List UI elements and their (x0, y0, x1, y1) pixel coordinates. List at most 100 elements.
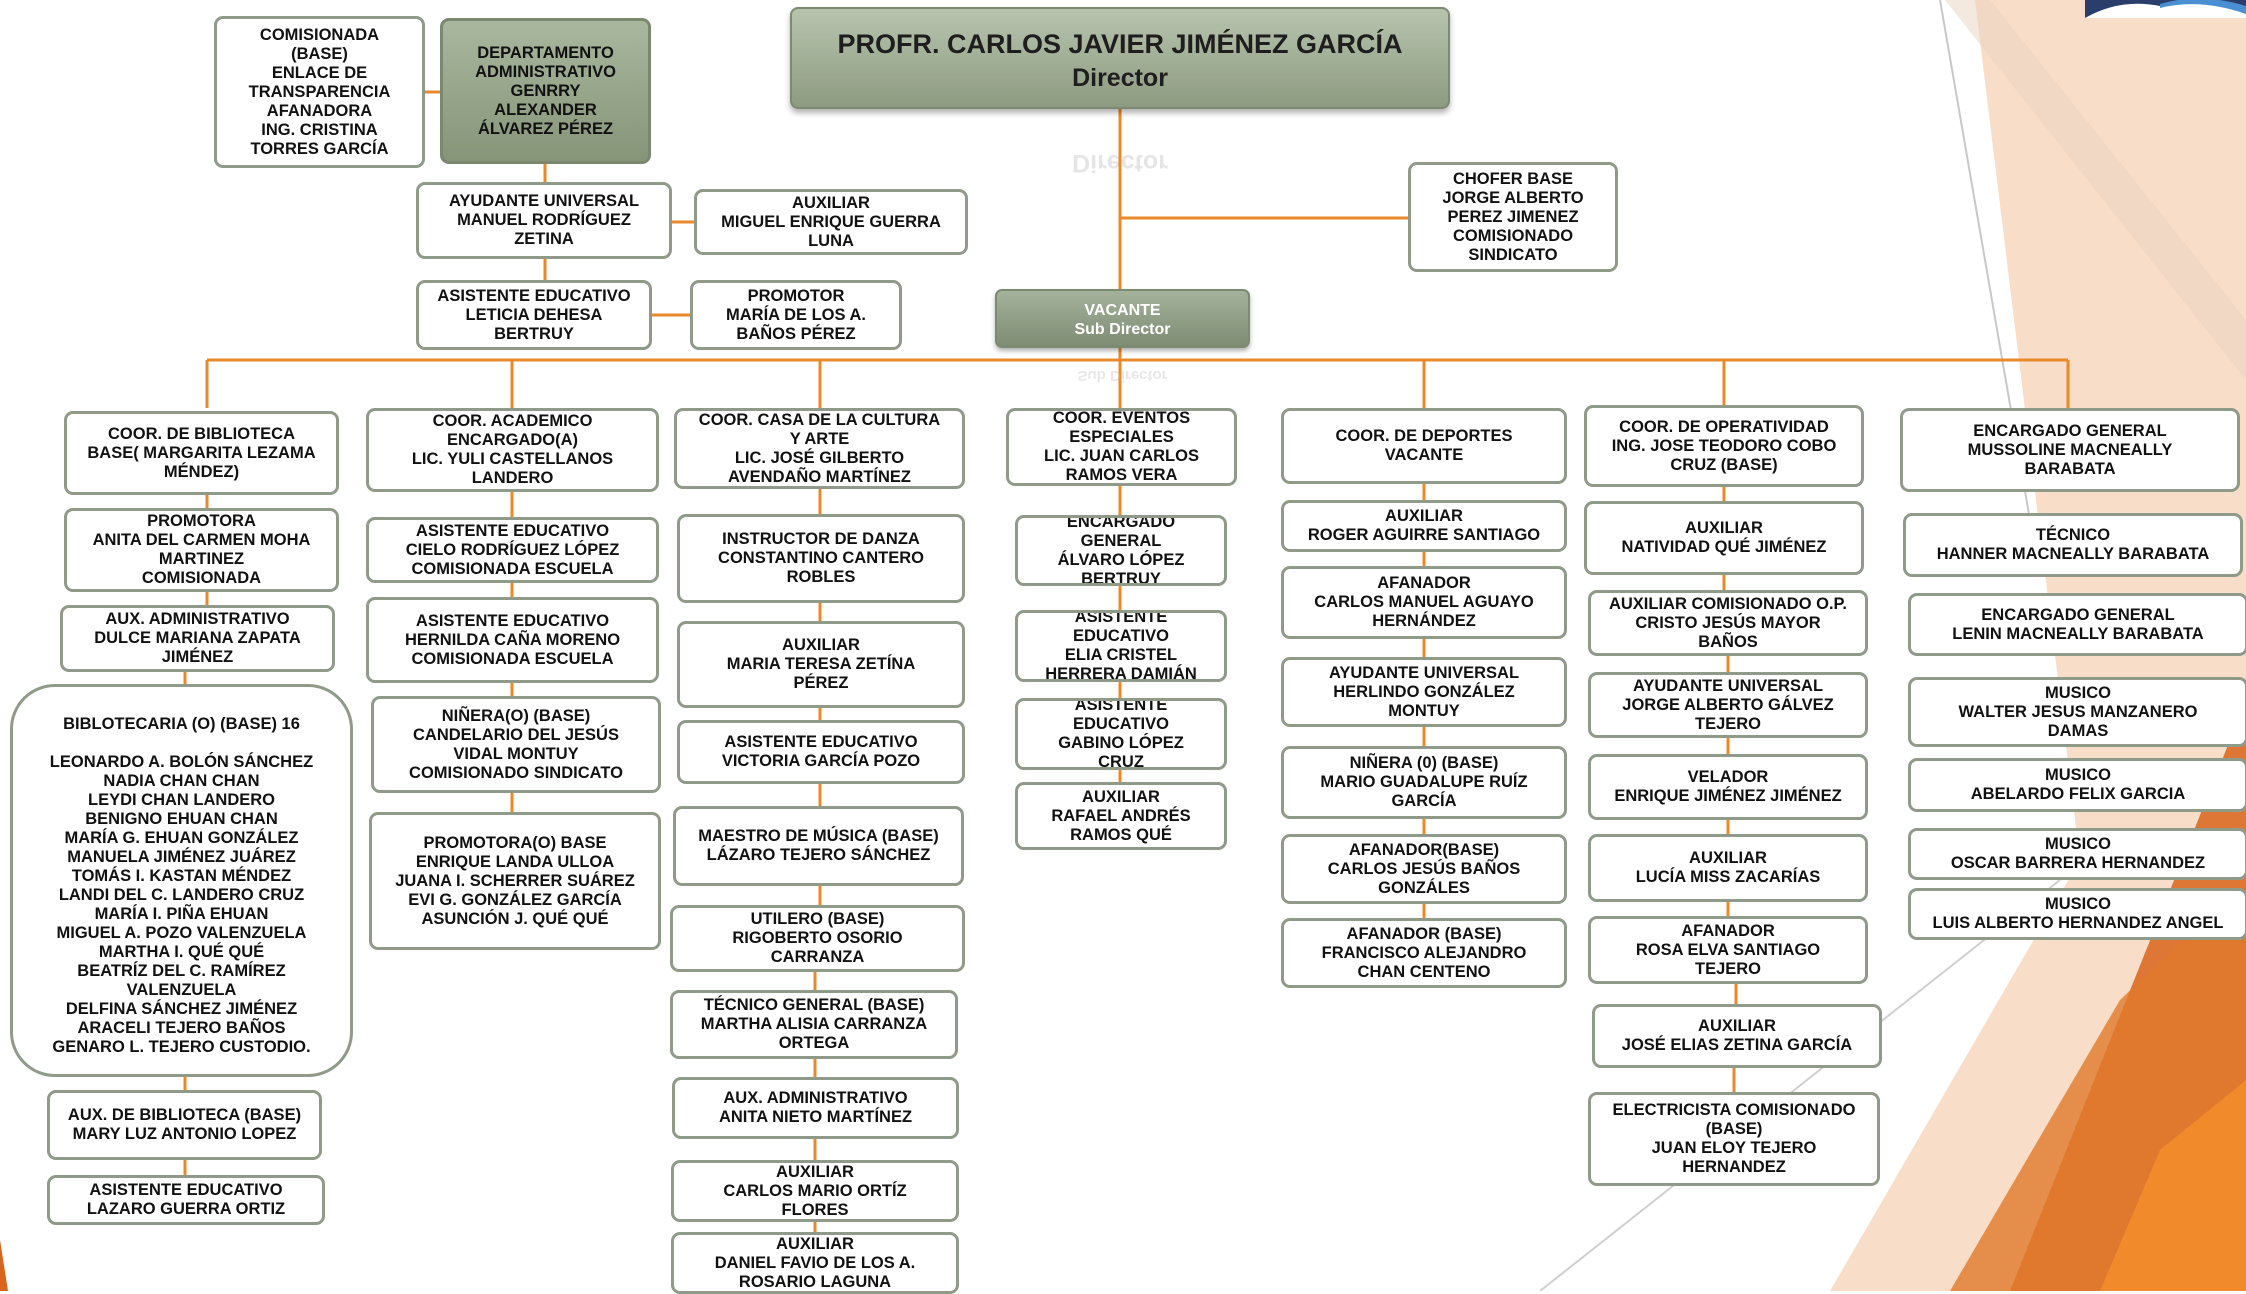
box-line: HANNER MACNEALLY BARABATA (1936, 545, 2210, 563)
box-line: ROSARIO LAGUNA (738, 1272, 892, 1291)
box-line: PEREZ JIMENEZ (1447, 207, 1579, 226)
bibliotecaria-name: LANDI DEL C. LANDERO CRUZ (58, 886, 305, 904)
box-line: LÁZARO TEJERO SÁNCHEZ (706, 846, 931, 864)
box-line: ROSA ELVA SANTIAGO (1635, 940, 1821, 959)
box-line: AYUDANTE UNIVERSAL (1328, 663, 1520, 682)
box-c1-aux-biblio: AUX. DE BIBLIOTECA (BASE)MARY LUZ ANTONI… (47, 1090, 322, 1160)
box-line: WALTER JESUS MANZANERO (1958, 702, 2198, 721)
box-line: FRANCISCO ALEJANDRO (1321, 943, 1527, 962)
box-line: RAMOS VERA (1065, 466, 1178, 484)
box-line: JORGE ALBERTO GÁLVEZ (1622, 695, 1834, 714)
subdirector-reflection: Sub Director (1077, 367, 1168, 384)
box-line: ELECTRICISTA COMISIONADO (1612, 1101, 1856, 1119)
box-line: MUSICO (2045, 895, 2111, 913)
box-line: AUXILIAR COMISIONADO O.P. (1608, 594, 1848, 613)
director-reflection: Director (1072, 149, 1168, 177)
box-line: (BASE) (1705, 1120, 1763, 1138)
box-line: BAÑOS (1698, 632, 1758, 651)
box-c3-maestro: MAESTRO DE MÚSICA (BASE)LÁZARO TEJERO SÁ… (673, 806, 964, 886)
box-line: COOR. ACADEMICO (432, 412, 593, 430)
box-line: MIGUEL ENRIQUE GUERRA (721, 212, 941, 231)
box-line: ASISTENTE EDUCATIVO (437, 286, 631, 305)
box-line: AUXILIAR (1689, 849, 1767, 867)
box-line: MAESTRO DE MÚSICA (BASE) (698, 827, 939, 845)
box-line: AUXILIAR (782, 636, 860, 654)
box-c6-electricista: ELECTRICISTA COMISIONADO(BASE)JUAN ELOY … (1588, 1092, 1880, 1186)
box-line: ABELARDO FELIX GARCIA (1970, 785, 2186, 803)
box-line: CONSTANTINO CANTERO (718, 549, 924, 567)
box-line: MARÍA DE LOS A. (726, 305, 866, 324)
box-line: ROGER AGUIRRE SANTIAGO (1307, 526, 1541, 544)
box-line: CRISTO JESÚS MAYOR (1635, 613, 1821, 632)
box-line: COMISIONADO SINDICATO (409, 763, 623, 782)
subdirector-box: VACANTE Sub Director (995, 289, 1250, 348)
bibliotecaria-title: BIBLOTECARIA (O) (BASE) 16 (63, 715, 300, 733)
subdirector-name: VACANTE (1084, 302, 1161, 319)
box-line: AUXILIAR (1698, 1017, 1776, 1035)
box-line: MUSICO (2045, 683, 2111, 702)
box-line: MONTUY (1388, 701, 1460, 720)
box-line: TEJERO (1694, 959, 1762, 978)
box-line: ENCARGADO (1066, 515, 1176, 531)
box-line: COMISIONADA (141, 569, 262, 587)
director-name: PROFR. CARLOS JAVIER JIMÉNEZ GARCÍA (837, 29, 1403, 59)
box-line: NIÑERA (0) (BASE) (1349, 754, 1499, 772)
box-line: CARRANZA (770, 948, 865, 966)
box-line: UTILERO (BASE) (750, 910, 885, 928)
box-line: RAMOS QUÉ (1070, 825, 1172, 844)
subdirector-role: Sub Director (1074, 321, 1171, 338)
box-line: MÉNDEZ) (163, 462, 240, 481)
box-line: CARLOS MANUEL AGUAYO (1314, 593, 1534, 611)
box-line: GENERAL (1080, 531, 1162, 550)
box-line: ENRIQUE JIMÉNEZ JIMÉNEZ (1614, 787, 1842, 805)
box-line: JOSÉ ELIAS ZETINA GARCÍA (1621, 1036, 1853, 1054)
box-line: EDUCATIVO (1073, 627, 1169, 645)
box-line: AUXILIAR (776, 1234, 854, 1253)
bibliotecaria-name: TOMÁS I. KASTAN MÉNDEZ (71, 867, 292, 885)
box-line: ASISTENTE EDUCATIVO (415, 521, 610, 540)
box-line: COOR. EVENTOS (1052, 409, 1191, 427)
box-line: COMISIONADO (1452, 226, 1574, 245)
bibliotecaria-name: DELFINA SÁNCHEZ JIMÉNEZ (65, 1000, 298, 1018)
box-line: EDUCATIVO (1073, 715, 1169, 733)
box-line: ASUNCIÓN J. QUÉ QUÉ (421, 909, 609, 928)
box-line: ORTEGA (778, 1034, 850, 1052)
box-line: MARIA TERESA ZETÍNA (726, 655, 916, 673)
box-line: ALEXANDER (494, 100, 597, 119)
box-line: LUIS ALBERTO HERNANDEZ ANGEL (1932, 914, 2224, 932)
box-line: MARIO GUADALUPE RUÍZ (1320, 773, 1528, 791)
box-line: NIÑERA(O) (BASE) (441, 706, 591, 725)
box-line: ING. JOSE TEODORO COBO (1611, 436, 1837, 455)
box-line: TRANSPARENCIA (248, 82, 391, 101)
box-line: AFANADOR (1681, 921, 1775, 940)
box-line: COMISIONADA ESCUELA (411, 649, 614, 668)
box-line: DEPARTAMENTO (477, 43, 614, 62)
director-box: PROFR. CARLOS JAVIER JIMÉNEZ GARCÍA Dire… (790, 7, 1450, 109)
box-line: COOR. DE DEPORTES (1335, 427, 1513, 445)
box-line: AUX. DE BIBLIOTECA (BASE) (67, 1106, 302, 1124)
box-line: AUXILIAR (1082, 787, 1160, 806)
bibliotecaria-name: LEONARDO A. BOLÓN SÁNCHEZ (49, 753, 314, 771)
box-line: COOR. DE BIBLIOTECA (107, 424, 295, 443)
box-line: AFANADOR (BASE) (1346, 924, 1502, 943)
box-line: CIELO RODRÍGUEZ LÓPEZ (405, 540, 620, 559)
box-line: LAZARO GUERRA ORTIZ (86, 1200, 286, 1218)
box-line: LIC. JUAN CARLOS (1044, 447, 1199, 465)
box-line: FLORES (781, 1200, 849, 1219)
box-line: OSCAR BARRERA HERNANDEZ (1950, 854, 2206, 872)
director-role: Director (1072, 64, 1168, 92)
box-line: ROBLES (786, 568, 856, 586)
box-line: MUSSOLINE MACNEALLY (1967, 440, 2173, 459)
